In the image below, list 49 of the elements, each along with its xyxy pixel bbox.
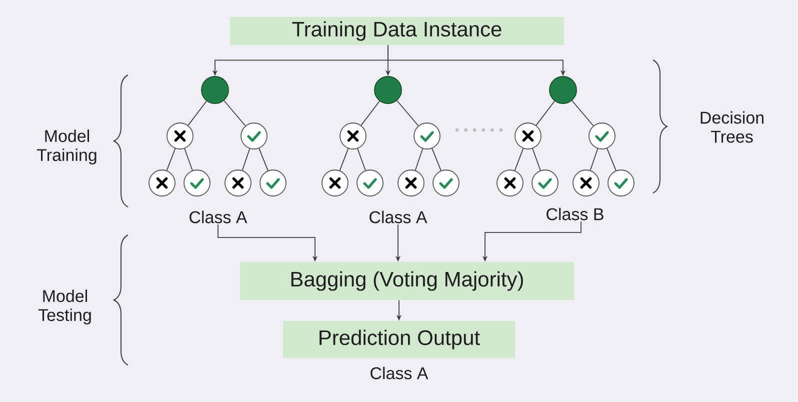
tree-node — [260, 170, 286, 196]
side-label: Decision Trees — [700, 111, 764, 143]
branch-line — [396, 100, 419, 126]
input-box: Training Data Instance — [230, 17, 564, 45]
branch-line — [590, 148, 598, 171]
tree-node — [166, 122, 194, 150]
branch-line — [432, 148, 442, 171]
root-node — [201, 76, 229, 104]
tree-node — [398, 170, 424, 196]
step-box: Bagging (Voting Majority) — [240, 262, 574, 300]
tree-node — [184, 170, 210, 196]
tree-node — [514, 122, 542, 150]
tree-node — [148, 170, 176, 196]
root-node — [549, 76, 577, 104]
tree-node — [588, 122, 616, 150]
tree-node — [432, 170, 460, 196]
branch-line — [166, 148, 176, 171]
branch-line — [184, 148, 193, 171]
tree-node — [340, 122, 366, 150]
branch-line — [360, 100, 380, 126]
tree-node — [572, 170, 600, 196]
tree-node — [496, 170, 524, 196]
tree-node — [224, 170, 252, 196]
branch-line — [224, 100, 246, 126]
tree-node — [356, 170, 384, 196]
result-label: Class A — [370, 366, 428, 380]
branch-line — [536, 100, 555, 126]
root-node — [374, 76, 402, 104]
class-label: Class A — [190, 210, 248, 224]
tree-node — [240, 122, 268, 150]
branch-line — [339, 148, 349, 171]
tree-node — [608, 170, 634, 196]
branch-line — [514, 148, 524, 171]
output-box: Prediction Output — [283, 321, 515, 358]
branch-line — [242, 148, 250, 171]
side-label: Model Testing — [38, 290, 91, 324]
class-label: Class A — [370, 210, 428, 224]
branch-line — [258, 148, 268, 171]
tree-node — [322, 170, 348, 196]
branch-line — [606, 148, 616, 171]
tree-node — [414, 122, 440, 150]
side-label: Model Training — [36, 130, 96, 164]
branch-line — [357, 148, 366, 171]
tree-node — [532, 170, 558, 196]
branch-line — [572, 100, 594, 126]
class-label: Class B — [546, 208, 604, 220]
branch-line — [188, 100, 207, 126]
branch-line — [414, 148, 424, 171]
branch-line — [532, 148, 541, 171]
